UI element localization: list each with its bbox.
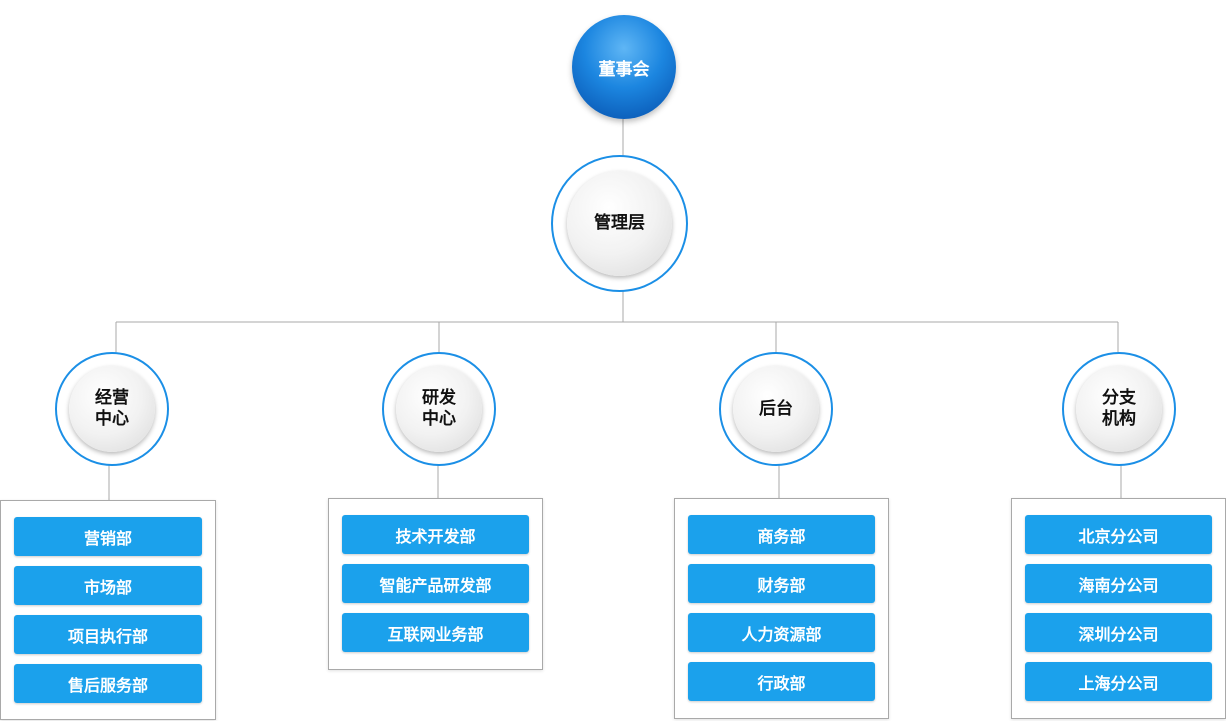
department-item: 项目执行部 [14,615,202,654]
center-label-line2: 中心 [422,409,456,429]
center-node-backoffice: 后台 [719,352,833,466]
department-item: 商务部 [688,515,875,554]
management-node: 管理层 [551,155,688,292]
center-label-line1: 后台 [759,398,793,419]
department-box-operations: 营销部 市场部 项目执行部 售后服务部 [0,500,216,720]
center-label-line2: 机构 [1102,409,1136,429]
center-label-line1: 经营 [95,388,129,408]
department-item: 智能产品研发部 [342,564,529,603]
center-label-line1: 研发 [422,388,456,408]
board-of-directors-node: 董事会 [572,15,676,119]
center-label-line1: 分支 [1102,388,1136,408]
center-node-operations: 经营 中心 [55,352,169,466]
department-box-rnd: 技术开发部 智能产品研发部 互联网业务部 [328,498,543,670]
board-label: 董事会 [598,59,650,80]
department-item: 营销部 [14,517,202,556]
center-label-line2: 中心 [95,409,129,429]
department-item: 海南分公司 [1025,564,1212,603]
department-item: 上海分公司 [1025,662,1212,701]
department-item: 行政部 [688,662,875,701]
department-item: 售后服务部 [14,664,202,703]
department-item: 深圳分公司 [1025,613,1212,652]
department-item: 互联网业务部 [342,613,529,652]
department-item: 人力资源部 [688,613,875,652]
center-node-branches: 分支 机构 [1062,352,1176,466]
department-box-backoffice: 商务部 财务部 人力资源部 行政部 [674,498,889,719]
department-item: 北京分公司 [1025,515,1212,554]
department-item: 市场部 [14,566,202,605]
management-label: 管理层 [594,213,645,233]
department-item: 财务部 [688,564,875,603]
department-item: 技术开发部 [342,515,529,554]
center-node-rnd: 研发 中心 [382,352,496,466]
department-box-branches: 北京分公司 海南分公司 深圳分公司 上海分公司 [1011,498,1226,719]
